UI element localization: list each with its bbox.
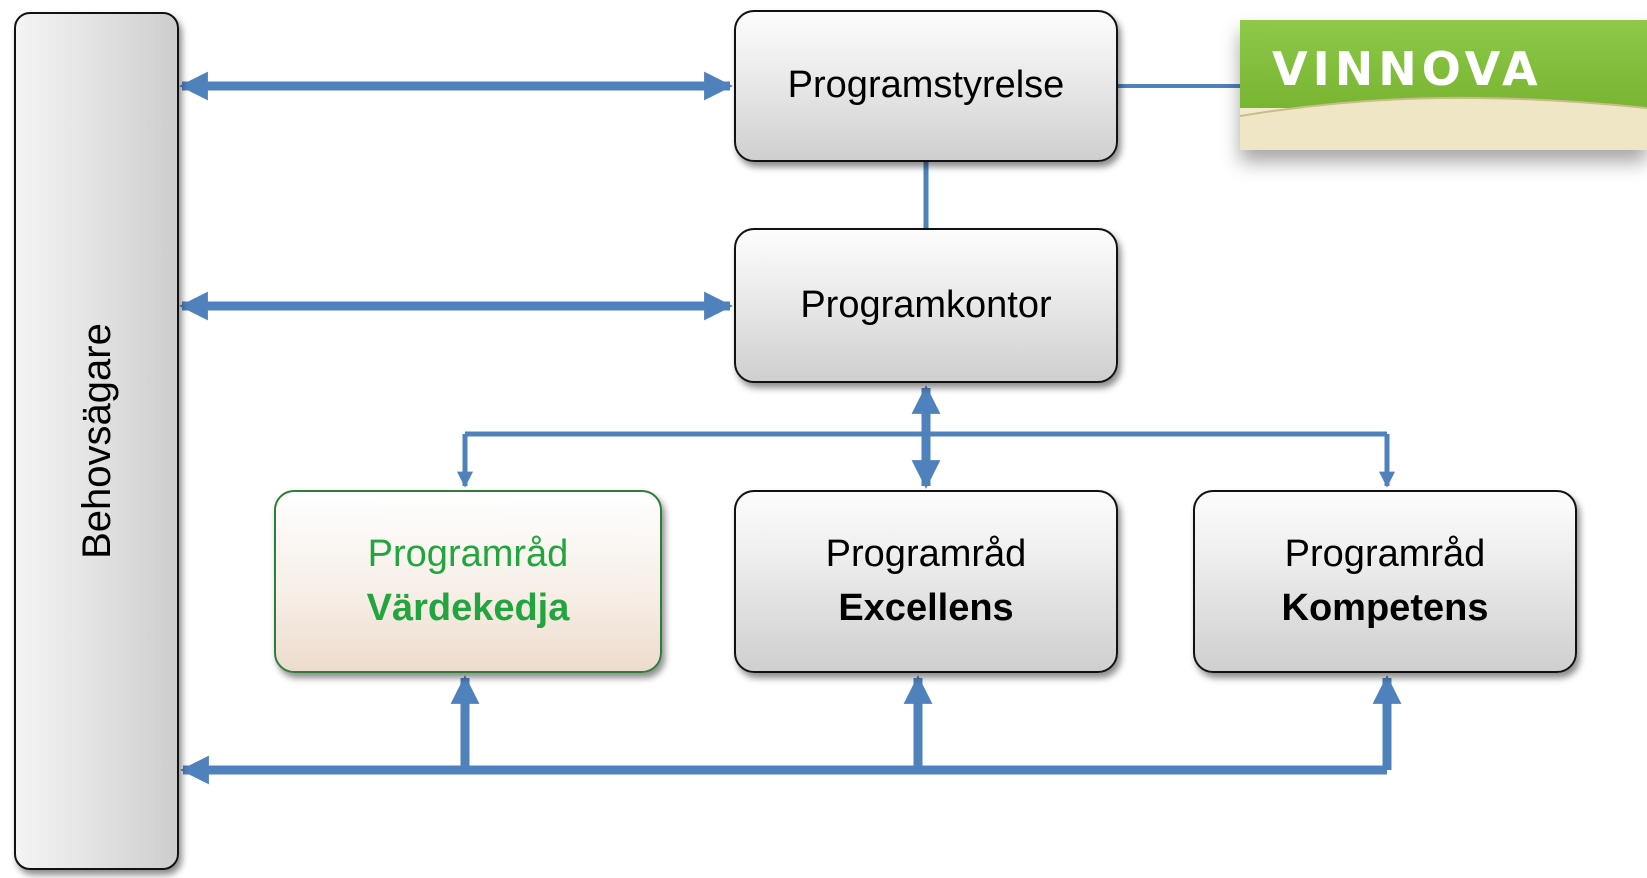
- behovsagare-box: Behovsägare: [14, 12, 179, 870]
- programrad-vardekedja-line1: Programråd: [367, 533, 569, 576]
- programstyrelse-box: Programstyrelse: [734, 10, 1118, 162]
- vinnova-logo-text: VINNOVA: [1272, 42, 1543, 96]
- programrad-excellens-line2: Excellens: [838, 586, 1014, 629]
- programstyrelse-label: Programstyrelse: [787, 64, 1065, 107]
- programrad-kompetens-box: Programråd Kompetens: [1193, 490, 1577, 673]
- vinnova-logo: VINNOVA: [1240, 20, 1647, 150]
- programkontor-label: Programkontor: [800, 283, 1052, 326]
- programkontor-box: Programkontor: [734, 228, 1118, 383]
- programrad-excellens-box: Programråd Excellens: [734, 490, 1118, 673]
- programrad-vardekedja-box: Programråd Värdekedja: [274, 490, 662, 673]
- programrad-excellens-line1: Programråd: [825, 533, 1027, 576]
- programrad-kompetens-line1: Programråd: [1284, 533, 1486, 576]
- programrad-vardekedja-line2: Värdekedja: [366, 586, 570, 629]
- logo-wave: [1240, 96, 1647, 150]
- programrad-kompetens-line2: Kompetens: [1281, 586, 1489, 629]
- behovsagare-label: Behovsägare: [74, 323, 119, 559]
